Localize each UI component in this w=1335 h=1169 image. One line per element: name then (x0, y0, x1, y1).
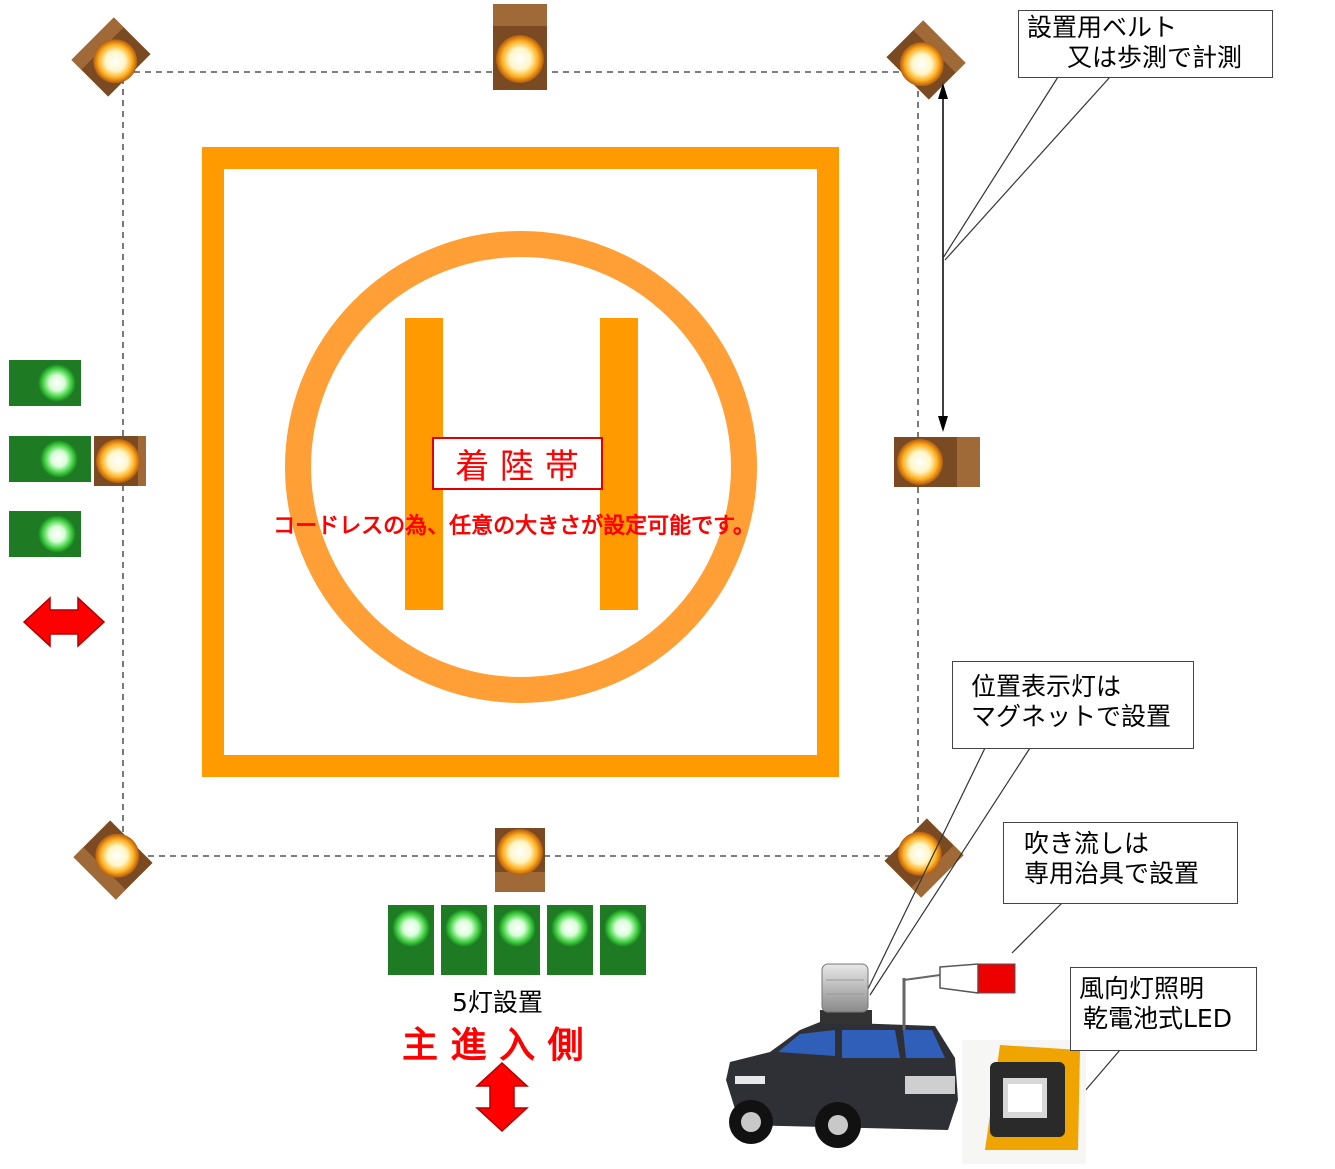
callout-line: 又は歩測で計測 (1067, 43, 1243, 72)
green-light-icon (600, 905, 646, 975)
callout-line: 乾電池式LED (1083, 1004, 1232, 1033)
green-light-icon (388, 905, 434, 975)
green-light-icon (441, 905, 487, 975)
landing-zone-label: 着 陸 帯 (455, 447, 579, 487)
callout-line: マグネットで設置 (971, 702, 1172, 731)
green-light-icon (9, 511, 81, 557)
car-icon (726, 1010, 958, 1148)
beacon-icon (821, 963, 869, 1013)
amber-light-icon (495, 828, 545, 892)
amber-light-icon (894, 437, 980, 487)
led-lamp-icon (962, 1040, 1086, 1164)
cordless-note: コードレスの為、任意の大きさが設定可能です。 (273, 513, 755, 539)
amber-light-icon (73, 820, 153, 900)
main-approach-label: 主 進 入 側 (402, 1025, 584, 1066)
callout-line: 風向灯照明 (1079, 974, 1205, 1003)
double-arrow-icon (475, 1061, 529, 1133)
green-light-icon (9, 436, 91, 482)
callout-line: 専用治具で設置 (1024, 859, 1200, 888)
landing-zone-circle (285, 231, 757, 703)
wind-light-callout: 風向灯照明 乾電池式LED (1070, 967, 1257, 1051)
amber-light-icon (884, 818, 964, 898)
position-light-callout: 位置表示灯は マグネットで設置 (952, 661, 1194, 749)
callout-pointers (865, 76, 1121, 1121)
green-light-icon (494, 905, 540, 975)
green-light-icon (9, 360, 81, 406)
landing-zone-label-box: 着 陸 帯 (432, 437, 603, 490)
callout-line: 位置表示灯は (971, 672, 1122, 701)
amber-light-icon (886, 20, 966, 100)
amber-light-icon (493, 4, 547, 90)
windsock-icon (902, 963, 1016, 1030)
belt-measure-callout: 設置用ベルト 又は歩測で計測 (1018, 10, 1273, 78)
double-arrow-icon (22, 596, 106, 648)
amber-light-icon (94, 436, 146, 486)
green-light-icon (547, 905, 593, 975)
landing-zone-square (202, 147, 839, 777)
five-lights-label: 5灯設置 (452, 988, 543, 1017)
amber-light-icon (71, 17, 151, 97)
windsock-callout: 吹き流しは 専用治具で設置 (1003, 822, 1238, 904)
callout-line: 吹き流しは (1024, 829, 1150, 858)
callout-line: 設置用ベルト (1027, 13, 1178, 42)
